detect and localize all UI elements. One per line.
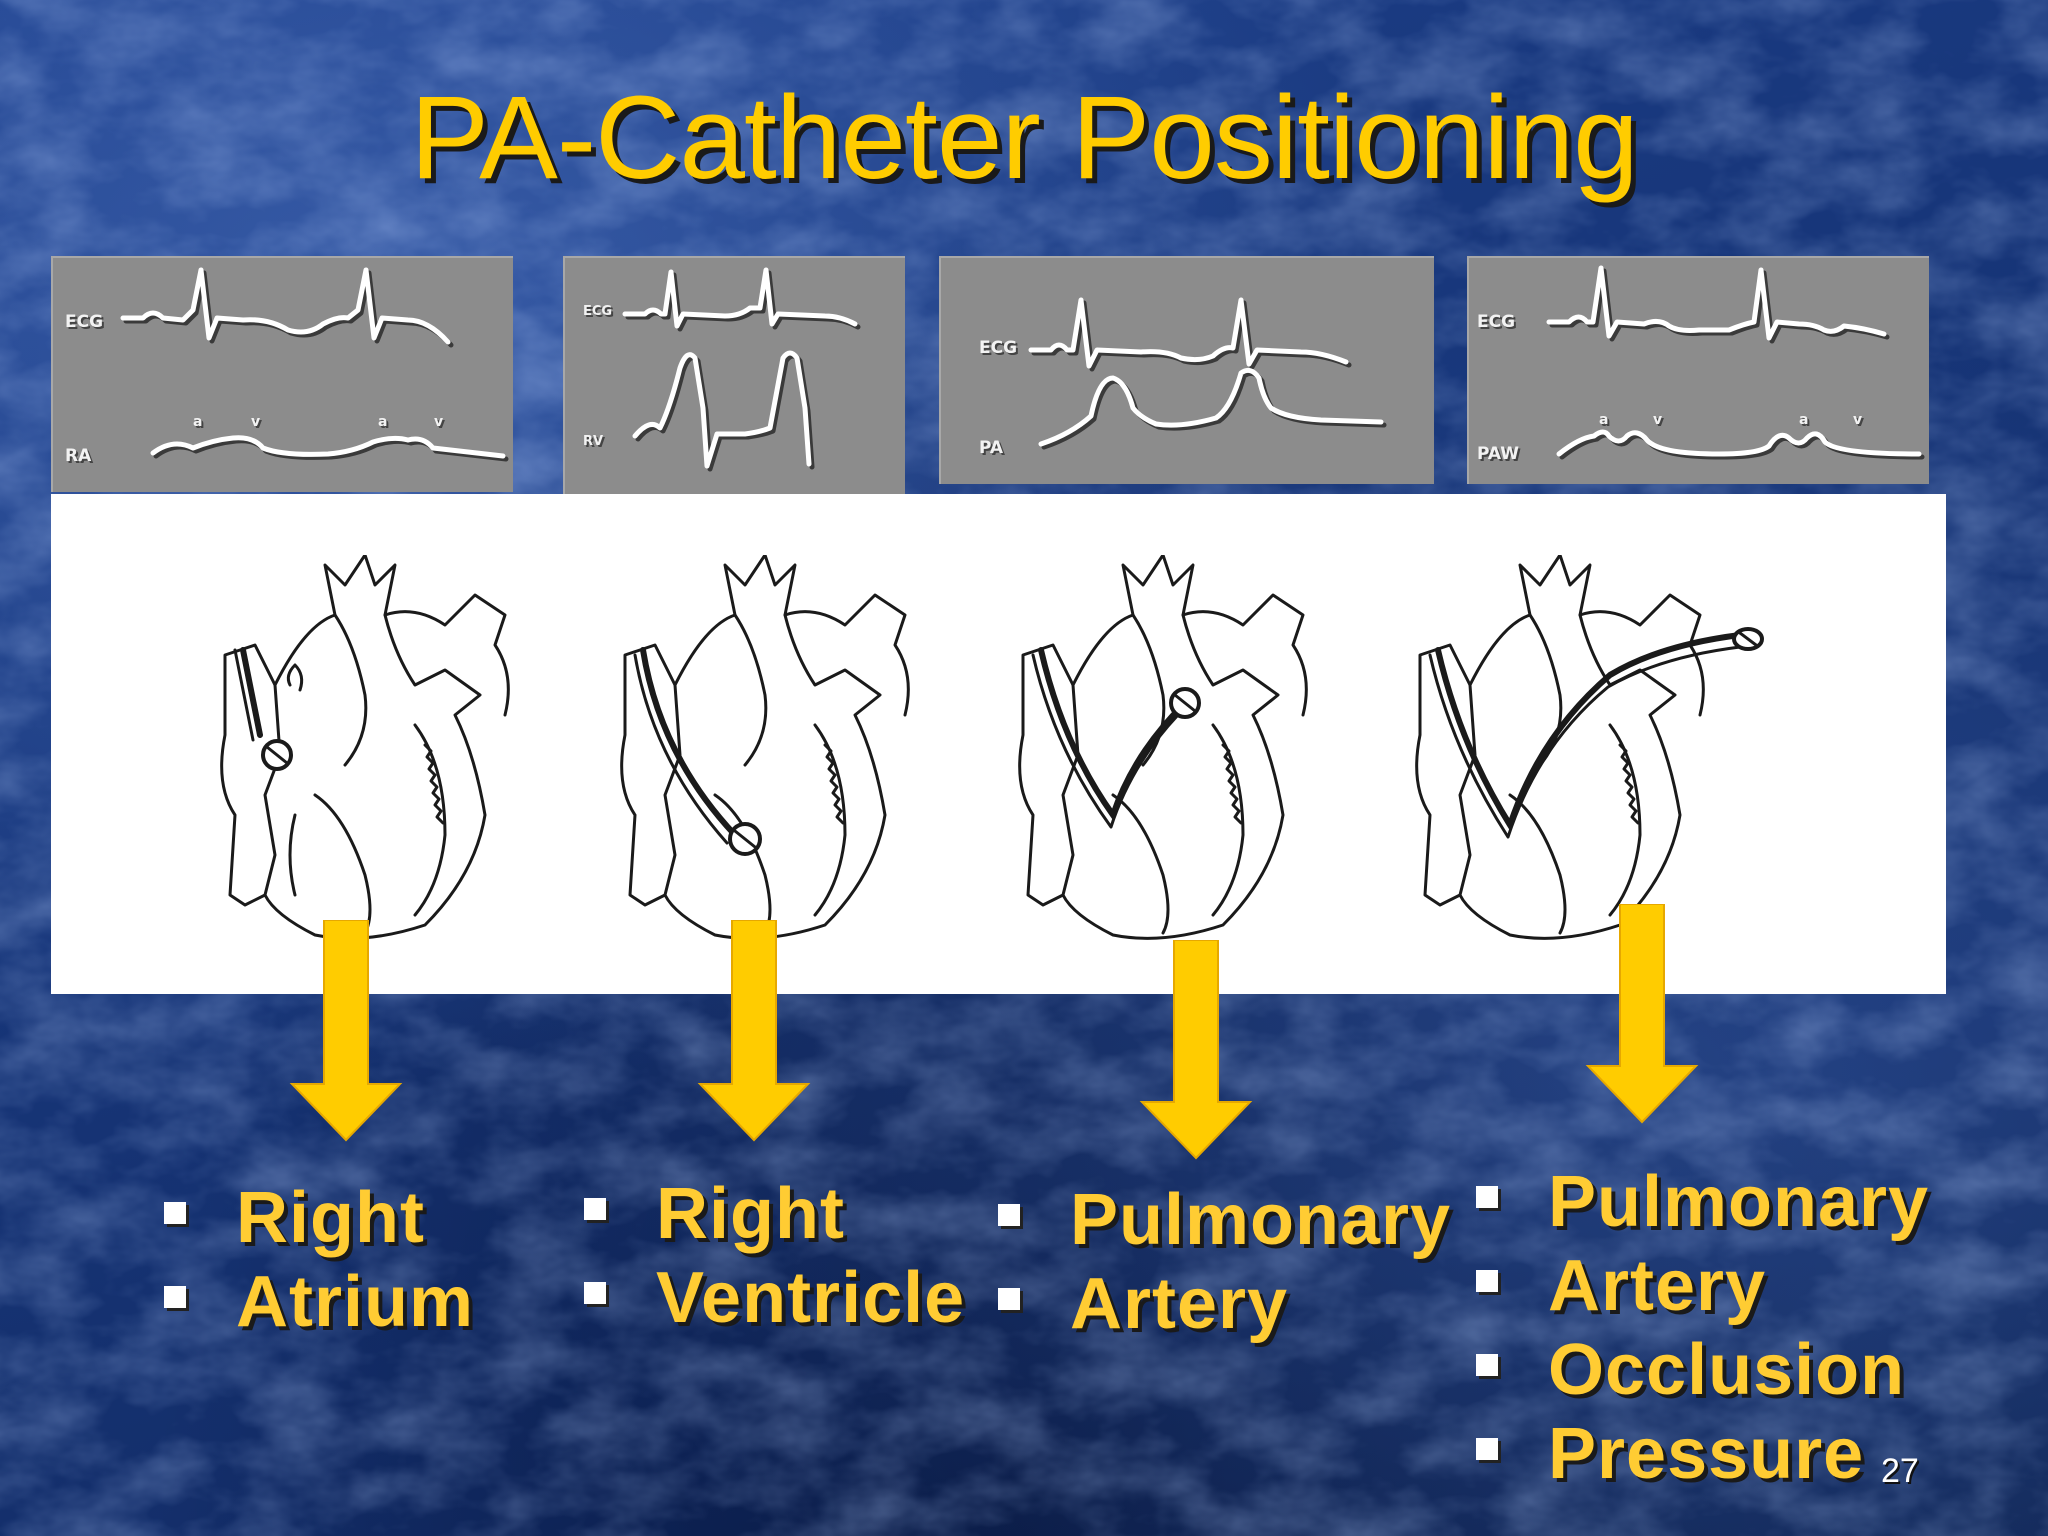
position-label-right-ventricle: Right Ventricle bbox=[584, 1172, 965, 1340]
bullet-square-icon bbox=[998, 1204, 1020, 1226]
down-arrow-icon bbox=[1585, 904, 1699, 1124]
bullet-square-icon bbox=[1476, 1438, 1498, 1460]
list-item: Ventricle bbox=[584, 1256, 965, 1340]
list-item: Occlusion bbox=[1476, 1328, 1929, 1412]
wave-letter: v bbox=[1853, 412, 1863, 428]
wave-letter: a bbox=[1599, 412, 1609, 428]
bullet-square-icon bbox=[164, 1286, 186, 1308]
ecg-label: ECG bbox=[979, 338, 1018, 358]
heart-diagram-pulmonary-artery bbox=[1018, 555, 1308, 940]
ecg-label: ECG bbox=[65, 312, 104, 332]
bullet-square-icon bbox=[164, 1202, 186, 1224]
bullet-square-icon bbox=[584, 1282, 606, 1304]
down-arrow-icon bbox=[1139, 940, 1253, 1160]
waveform-panel-pa: ECG PA bbox=[939, 256, 1434, 484]
ecg-label: ECG bbox=[583, 304, 613, 319]
slide-title: PA-Catheter Positioning bbox=[410, 72, 1639, 204]
wave-letter: a bbox=[1799, 412, 1809, 428]
bullet-square-icon bbox=[998, 1288, 1020, 1310]
list-item: Right bbox=[584, 1172, 965, 1256]
pa-label: PA bbox=[979, 438, 1004, 458]
rv-waveform-graphic bbox=[622, 267, 861, 472]
wave-letter: v bbox=[434, 414, 444, 430]
wave-letter: v bbox=[251, 414, 261, 430]
list-item: Artery bbox=[998, 1262, 1451, 1346]
bullet-square-icon bbox=[584, 1198, 606, 1220]
position-label-right-atrium: Right Atrium bbox=[164, 1176, 474, 1344]
page-number: 27 bbox=[1881, 1452, 1919, 1490]
down-arrow-icon bbox=[697, 920, 811, 1142]
waveform-panel-paw: ECG PAW a v a v bbox=[1467, 256, 1929, 484]
bullet-square-icon bbox=[1476, 1354, 1498, 1376]
position-label-pulmonary-artery: Pulmonary Artery bbox=[998, 1178, 1451, 1346]
ra-label: RA bbox=[65, 446, 92, 466]
waveform-panel-ra: ECG RA a v a v bbox=[51, 256, 513, 492]
wave-letter: a bbox=[378, 414, 388, 430]
list-item: Pulmonary bbox=[998, 1178, 1451, 1262]
wave-letter: v bbox=[1653, 412, 1663, 428]
paw-label: PAW bbox=[1477, 444, 1520, 464]
ra-waveform-graphic bbox=[120, 267, 509, 462]
list-item: Atrium bbox=[164, 1260, 474, 1344]
waveform-panel-rv: ECG RV bbox=[563, 256, 905, 496]
list-item: Right bbox=[164, 1176, 474, 1260]
bullet-square-icon bbox=[1476, 1186, 1498, 1208]
down-arrow-icon bbox=[289, 920, 403, 1142]
pa-waveform-graphic bbox=[1028, 297, 1387, 450]
list-item: Pressure bbox=[1476, 1412, 1929, 1496]
paw-waveform-graphic bbox=[1546, 265, 1925, 460]
heart-diagram-pulmonary-artery-occlusion bbox=[1415, 555, 1764, 940]
position-label-pulmonary-artery-occlusion-pressure: Pulmonary Artery Occlusion Pressure bbox=[1476, 1160, 1929, 1496]
list-item: Artery bbox=[1476, 1244, 1929, 1328]
wave-letter: a bbox=[193, 414, 203, 430]
ecg-label: ECG bbox=[1477, 312, 1516, 332]
list-item: Pulmonary bbox=[1476, 1160, 1929, 1244]
heart-diagram-right-ventricle bbox=[620, 555, 910, 940]
rv-label: RV bbox=[583, 434, 604, 449]
bullet-square-icon bbox=[1476, 1270, 1498, 1292]
heart-diagram-right-atrium bbox=[220, 555, 510, 940]
